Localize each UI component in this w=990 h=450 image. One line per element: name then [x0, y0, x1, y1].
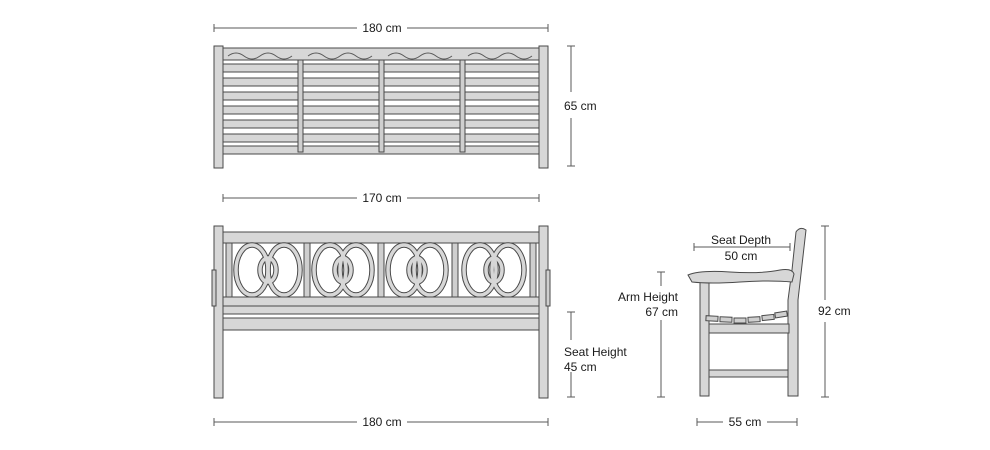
- top-width-label: 180 cm: [362, 21, 401, 35]
- side-armrest: [687, 269, 795, 284]
- seat-apron: [222, 317, 540, 331]
- top-support: [378, 59, 385, 153]
- back-upright: [377, 242, 385, 298]
- back-upright: [225, 242, 233, 298]
- back-upright: [303, 242, 311, 298]
- top-right-post: [538, 45, 549, 169]
- top-support: [459, 59, 466, 153]
- top-support: [297, 59, 304, 153]
- side-width-label: 55 cm: [729, 415, 762, 429]
- front-top-rail: [222, 231, 540, 244]
- top-view: 180 cm 65 cm: [213, 21, 597, 169]
- total-height-label: 92 cm: [818, 304, 851, 318]
- top-depth-label: 65 cm: [564, 99, 597, 113]
- front-right-leg: [538, 225, 549, 399]
- side-stretcher: [708, 369, 789, 378]
- back-ring-pattern: [233, 242, 527, 298]
- arm-height-label: Arm Height: [618, 290, 679, 304]
- front-seat-width-label: 170 cm: [362, 191, 401, 205]
- seat-front-rail: [222, 305, 540, 315]
- seat-depth-label: Seat Depth: [711, 233, 771, 247]
- seat-height-label: Seat Height: [564, 345, 627, 359]
- back-lower-rail: [222, 296, 540, 307]
- side-front-leg: [699, 279, 710, 397]
- back-upright: [529, 242, 537, 298]
- right-arm-stub: [545, 269, 551, 307]
- seat-depth-value: 50 cm: [725, 249, 758, 263]
- side-back-leg: [787, 227, 807, 397]
- top-back-rail: [222, 47, 540, 61]
- back-upright: [451, 242, 459, 298]
- arm-height-value: 67 cm: [645, 305, 678, 319]
- side-seat-rail: [708, 323, 790, 334]
- side-seat-slats: [705, 310, 788, 324]
- front-width-label: 180 cm: [362, 415, 401, 429]
- front-left-leg: [213, 225, 224, 399]
- front-view: 170 cm: [211, 191, 627, 429]
- top-left-post: [213, 45, 224, 169]
- side-view: Seat Depth 50 cm Arm Height 67 cm: [618, 225, 851, 429]
- left-arm-stub: [211, 269, 217, 307]
- seat-height-value: 45 cm: [564, 360, 597, 374]
